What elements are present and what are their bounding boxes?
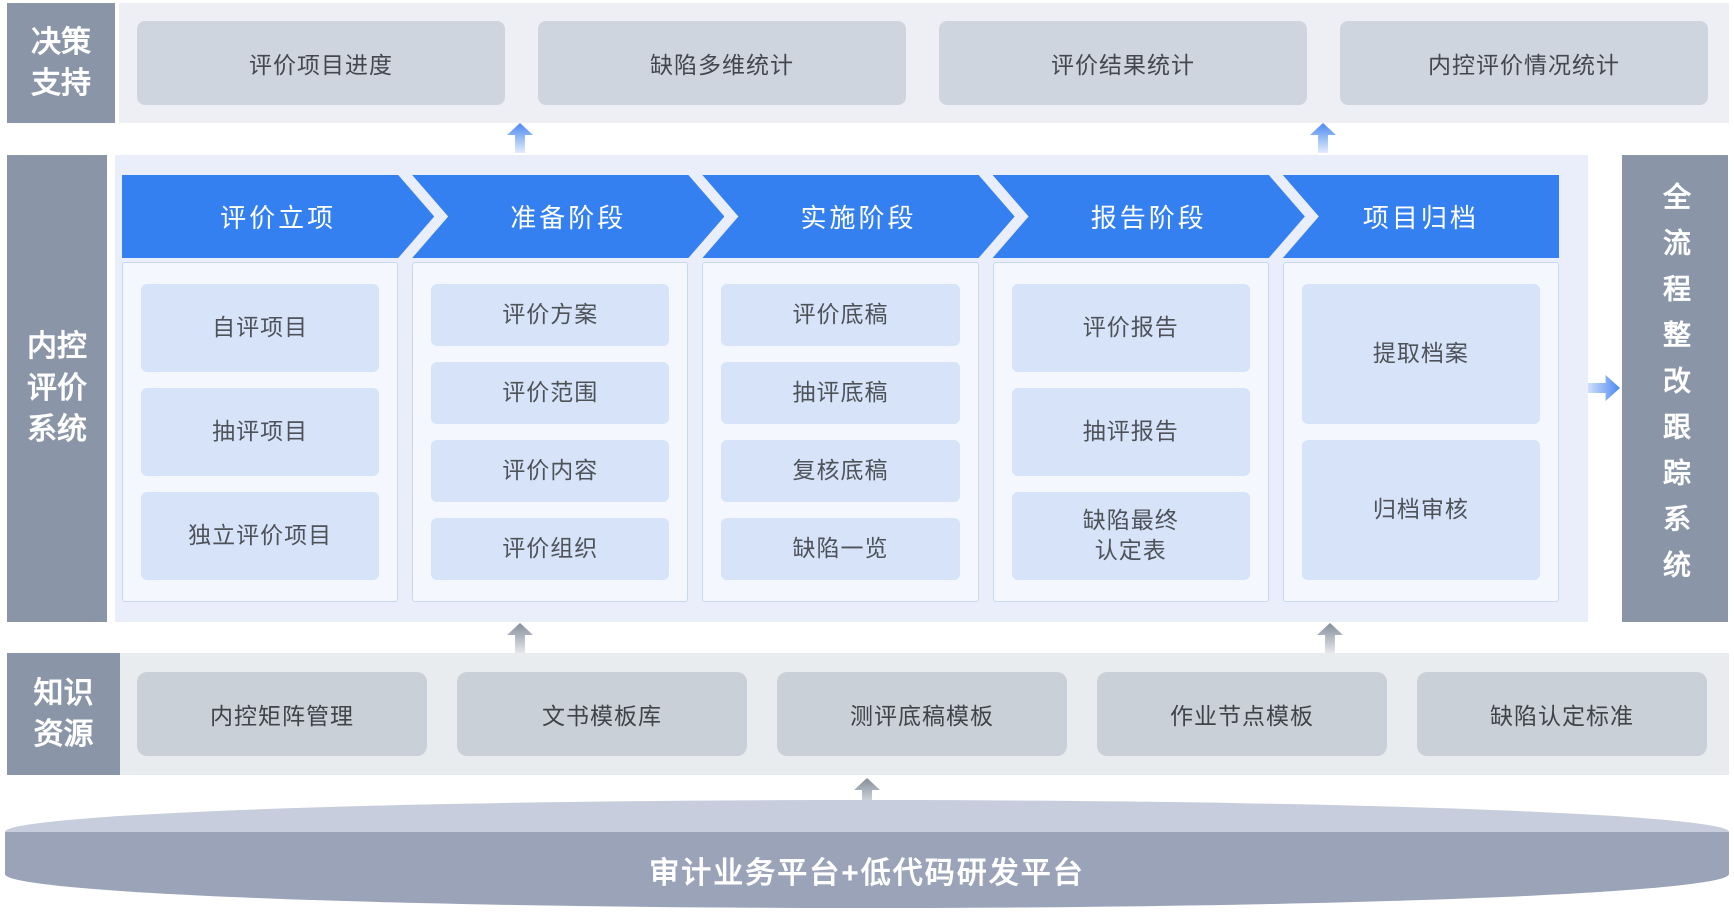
stage-panel: 自评项目抽评项目独立评价项目 bbox=[122, 262, 399, 602]
stage-header-chevron: 评价立项 bbox=[122, 175, 434, 258]
decision-support-item: 内控评价情况统计 bbox=[1340, 21, 1708, 105]
stage-module-item: 评价范围 bbox=[431, 362, 670, 424]
up-arrow-icon bbox=[507, 623, 533, 653]
platform-cylinder: 审计业务平台+低代码研发平台 bbox=[5, 800, 1729, 908]
decision-support-item: 缺陷多维统计 bbox=[538, 21, 906, 105]
up-arrow-icon bbox=[507, 123, 533, 153]
stage-module-item: 评价方案 bbox=[431, 284, 670, 346]
process-stage-column: 报告阶段评价报告抽评报告缺陷最终 认定表 bbox=[992, 175, 1269, 602]
process-stage-column: 项目归档提取档案归档审核 bbox=[1282, 175, 1560, 602]
stage-module-item: 自评项目 bbox=[141, 284, 380, 372]
stage-panel: 评价方案评价范围评价内容评价组织 bbox=[412, 262, 689, 602]
stage-header-chevron: 报告阶段 bbox=[993, 175, 1305, 258]
stage-header-chevron: 项目归档 bbox=[1282, 175, 1560, 258]
knowledge-resource-item: 缺陷认定标准 bbox=[1417, 672, 1707, 756]
stage-header-chevron: 实施阶段 bbox=[702, 175, 1014, 258]
stage-header-chevron: 准备阶段 bbox=[412, 175, 724, 258]
platform-label: 审计业务平台+低代码研发平台 bbox=[649, 857, 1085, 890]
up-arrow-icon bbox=[1317, 623, 1343, 653]
platform-body: 审计业务平台+低代码研发平台 bbox=[5, 832, 1729, 908]
stage-panel: 提取档案归档审核 bbox=[1282, 262, 1560, 602]
knowledge-resources-label-box: 知识资源 bbox=[7, 653, 120, 775]
stage-module-item: 归档审核 bbox=[1301, 440, 1541, 580]
stage-module-item: 复核底稿 bbox=[721, 440, 960, 502]
stage-module-item: 抽评报告 bbox=[1011, 388, 1250, 476]
process-columns: 评价立项自评项目抽评项目独立评价项目准备阶段评价方案评价范围评价内容评价组织实施… bbox=[122, 175, 1560, 602]
process-stage-column: 实施阶段评价底稿抽评底稿复核底稿缺陷一览 bbox=[702, 175, 978, 602]
knowledge-resource-item: 文书模板库 bbox=[457, 672, 747, 756]
knowledge-resource-item: 测评底稿模板 bbox=[777, 672, 1067, 756]
stage-module-item: 抽评项目 bbox=[141, 388, 380, 476]
right-arrow-icon bbox=[1588, 375, 1620, 401]
decision-support-item: 评价项目进度 bbox=[137, 21, 505, 105]
knowledge-resources-band: 内控矩阵管理文书模板库测评底稿模板作业节点模板缺陷认定标准 bbox=[120, 653, 1729, 775]
stage-module-item: 抽评底稿 bbox=[721, 362, 960, 424]
decision-support-label: 决策支持 bbox=[31, 25, 91, 100]
stage-module-item: 评价组织 bbox=[431, 518, 670, 580]
knowledge-resource-item: 作业节点模板 bbox=[1097, 672, 1387, 756]
stage-panel: 评价报告抽评报告缺陷最终 认定表 bbox=[992, 262, 1269, 602]
stage-module-item: 缺陷最终 认定表 bbox=[1011, 492, 1250, 580]
evaluation-system-label: 内控评价系统 bbox=[27, 330, 87, 447]
knowledge-resource-item: 内控矩阵管理 bbox=[137, 672, 427, 756]
evaluation-system-label-box: 内控评价系统 bbox=[7, 155, 107, 622]
stage-module-item: 评价底稿 bbox=[721, 284, 960, 346]
decision-support-item: 评价结果统计 bbox=[939, 21, 1307, 105]
decision-support-label-box: 决策支持 bbox=[7, 3, 115, 123]
stage-module-item: 评价内容 bbox=[431, 440, 670, 502]
process-stage-column: 评价立项自评项目抽评项目独立评价项目 bbox=[122, 175, 398, 602]
tracking-system-label: 全流程整改跟踪系统 bbox=[1660, 181, 1691, 596]
stage-module-item: 评价报告 bbox=[1011, 284, 1250, 372]
process-stage-column: 准备阶段评价方案评价范围评价内容评价组织 bbox=[412, 175, 688, 602]
tracking-system-box: 全流程整改跟踪系统 bbox=[1622, 155, 1728, 622]
stage-module-item: 缺陷一览 bbox=[721, 518, 960, 580]
stage-panel: 评价底稿抽评底稿复核底稿缺陷一览 bbox=[702, 262, 979, 602]
knowledge-resources-label: 知识资源 bbox=[33, 676, 94, 751]
up-arrow-icon bbox=[1310, 123, 1336, 153]
stage-module-item: 提取档案 bbox=[1301, 284, 1541, 424]
stage-module-item: 独立评价项目 bbox=[141, 492, 380, 580]
decision-support-band: 评价项目进度缺陷多维统计评价结果统计内控评价情况统计 bbox=[119, 3, 1729, 123]
